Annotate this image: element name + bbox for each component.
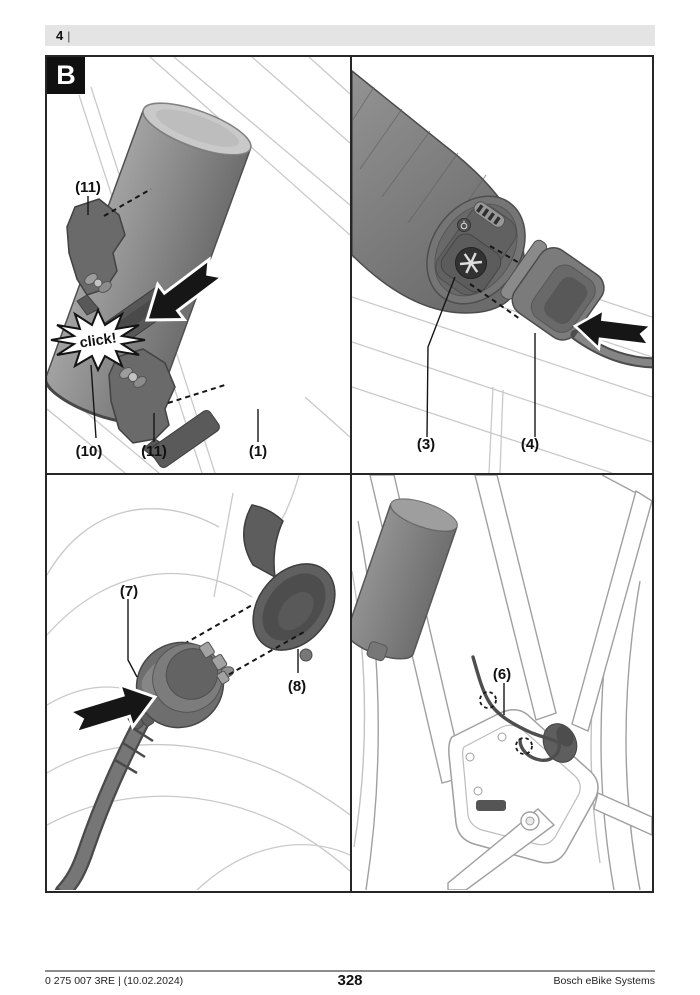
direction-arrow-icon bbox=[572, 307, 652, 352]
callout-7: (7) bbox=[120, 583, 138, 600]
leader-lines bbox=[426, 276, 536, 438]
leader-lines bbox=[127, 599, 299, 678]
charging-cable bbox=[54, 706, 154, 890]
page-header: 4 | bbox=[45, 25, 655, 46]
panel-charge-socket: (3) (4) bbox=[352, 70, 652, 473]
panel-divider-horizontal bbox=[47, 473, 652, 475]
connector-markers bbox=[479, 691, 533, 755]
callout-8: (8) bbox=[288, 678, 306, 695]
panel-charge-port: (7) (8) bbox=[47, 475, 350, 890]
figure-label-b: B bbox=[47, 57, 85, 94]
charging-cable bbox=[570, 329, 652, 369]
bike-frame-lines bbox=[47, 57, 350, 473]
callout-11-top: (11) bbox=[75, 179, 101, 196]
direction-arrow-icon bbox=[144, 256, 226, 322]
mounting-bracket-top bbox=[66, 198, 126, 316]
mounting-bracket-bottom bbox=[108, 348, 220, 469]
charge-plug bbox=[500, 239, 605, 341]
footer-document-number: 0 275 007 3RE | (10.02.2024) bbox=[45, 975, 184, 987]
footer-page-number: 328 bbox=[337, 972, 363, 989]
charge-port-cover bbox=[219, 504, 336, 678]
dashed-guide-lines bbox=[183, 603, 305, 680]
led-indicator bbox=[473, 201, 506, 228]
charging-cable bbox=[471, 655, 561, 762]
crank-arm bbox=[447, 808, 556, 890]
click-starburst: click! bbox=[50, 307, 146, 373]
figure-b: B bbox=[45, 55, 654, 893]
footer-rule bbox=[45, 970, 655, 972]
power-button bbox=[457, 218, 471, 232]
direction-arrow-icon bbox=[65, 682, 158, 736]
panel-cable-routing: (6) bbox=[352, 475, 652, 890]
charge-socket bbox=[440, 233, 502, 293]
dashed-guide-lines bbox=[103, 188, 226, 404]
header-page-number: 4 bbox=[56, 28, 64, 43]
callout-10: (10) bbox=[76, 443, 103, 460]
click-annotation: click! bbox=[79, 330, 118, 351]
callout-11-bottom: (11) bbox=[141, 443, 167, 460]
callout-3: (3) bbox=[417, 436, 435, 453]
footer-brand: Bosch eBike Systems bbox=[553, 975, 655, 987]
header-separator: | bbox=[67, 28, 71, 43]
battery-illustration bbox=[352, 498, 458, 662]
panel-battery-mounting: click! (11) (10) (11) (1) bbox=[47, 57, 350, 473]
callout-4: (4) bbox=[521, 436, 539, 453]
callout-6: (6) bbox=[493, 666, 511, 683]
leader-lines bbox=[87, 196, 259, 442]
battery-illustration bbox=[352, 70, 526, 314]
callout-1: (1) bbox=[249, 443, 267, 460]
